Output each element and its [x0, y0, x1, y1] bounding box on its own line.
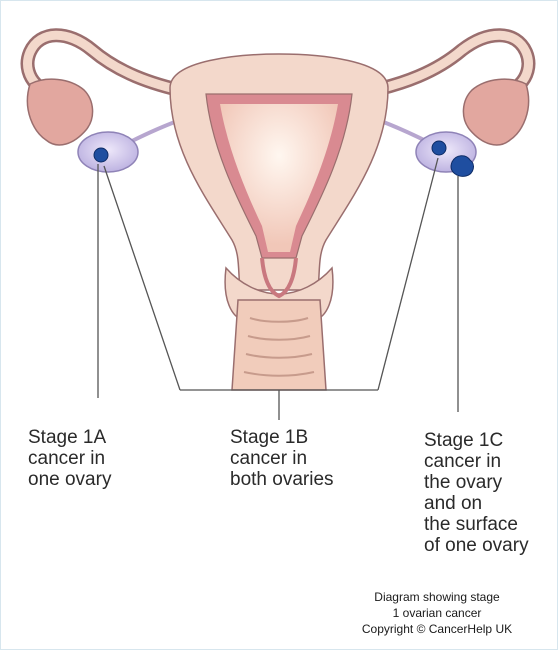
copyright-line: Copyright © CancerHelp UK [322, 621, 552, 637]
stage-1b-label: Stage 1B cancer in both ovaries [230, 427, 400, 490]
caption: Diagram showing stage 1 ovarian cancer C… [322, 589, 552, 637]
right-ovary-tumour [432, 141, 446, 155]
stage-1c-label: Stage 1C cancer in the ovary and on the … [424, 430, 556, 556]
left-ovary-tumour [94, 148, 108, 162]
caption-line-2: 1 ovarian cancer [322, 605, 552, 621]
left-fimbria [27, 79, 92, 145]
caption-line-1: Diagram showing stage [322, 589, 552, 605]
stage-1a-label: Stage 1A cancer in one ovary [28, 427, 198, 490]
left-ovary [78, 132, 138, 172]
right-fimbria [463, 79, 528, 145]
